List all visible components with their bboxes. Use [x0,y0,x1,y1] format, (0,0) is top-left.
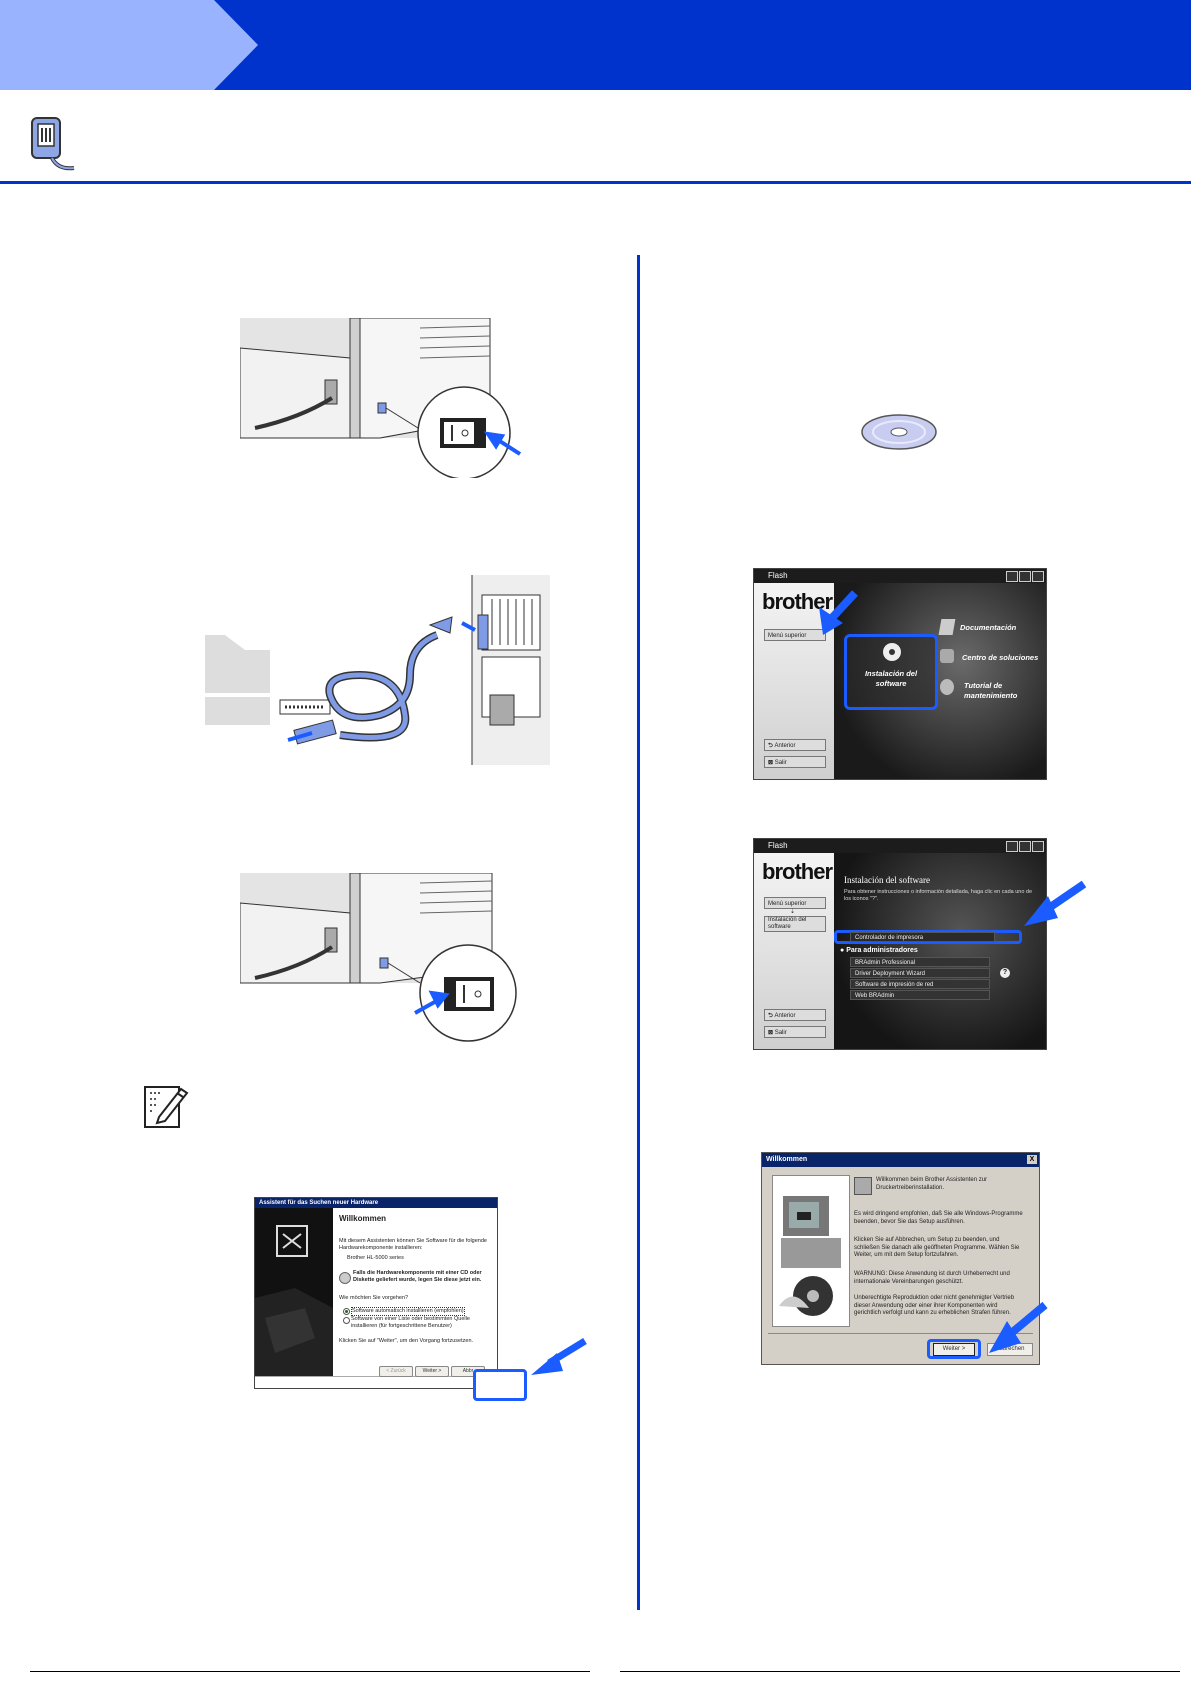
admin-item[interactable]: BRAdmin Professional [850,957,990,967]
admin-item[interactable]: Web BRAdmin [850,990,990,1000]
willkommen-button-rule [768,1333,1033,1334]
close-button[interactable] [1032,571,1044,582]
maximize-button[interactable] [1019,571,1031,582]
power-switch-off-illustration [240,318,532,478]
option-auto-label[interactable]: Software automatisch installieren (empfo… [351,1307,465,1316]
exit-button[interactable]: ⊠ Salir [764,1026,826,1038]
setup-graphic-panel [772,1175,850,1327]
install-label-line2: software [875,679,907,688]
exit-button-label: Salir [774,760,787,766]
header-step-tab [0,0,258,90]
pointer-arrow-icon [989,1301,1048,1353]
cancel-highlight-frame [473,1369,527,1401]
admin-item[interactable]: Software de impresión de red [850,979,990,989]
sidebar-item-top-menu[interactable]: Menú superior [764,897,826,909]
setup-wizard-icon [854,1177,872,1195]
power-switch-on-illustration [240,873,540,1043]
minimize-button[interactable] [1006,571,1018,582]
admin-heading: ● Para administradores [840,947,918,954]
printer-driver-item[interactable]: Controlador de impresora [850,932,995,942]
option-list-radio[interactable] [343,1317,350,1324]
cd-icon [883,643,901,661]
pointer-arrow-icon [819,590,858,635]
exit-button-label: Salir [774,1030,787,1036]
option-list-label[interactable]: Software von einer Liste oder bestimmten… [351,1316,470,1329]
sidebar-item-install-software[interactable]: Instalación del software [764,916,826,932]
wizard-button-rule [255,1376,497,1377]
back-button-label: Anterior [774,1013,796,1019]
pointer-arrow-icon [1024,880,1087,926]
sidebar-down-arrow-icon: ⇣ [790,909,796,915]
footer-rule-right [620,1671,1180,1672]
footer-rule-left [30,1671,590,1672]
install-software-button[interactable]: Instalación del software [844,634,938,710]
close-button[interactable]: X [1027,1155,1037,1164]
menu-solutions-center[interactable]: Centro de soluciones [962,653,1039,662]
flash-install-window: Flash brother Instalación del software P… [753,838,1047,1050]
wizard-side-panel [255,1208,333,1376]
help-icon[interactable]: ? [1000,968,1010,978]
willkommen-p3: WARNUNG: Diese Anwendung ist durch Urheb… [854,1271,1010,1285]
pointer-arrow-icon [531,1338,587,1375]
found-new-hardware-wizard: Assistent für das Suchen neuer Hardware … [254,1197,498,1389]
admin-heading-label: Para administradores [846,947,918,954]
close-button[interactable] [1032,841,1044,852]
sidebar-item-top-menu[interactable]: Menú superior [764,629,826,641]
wizard-title: Assistent für das Suchen neuer Hardware [255,1198,497,1208]
wizard-intro: Mit diesem Assistenten können Sie Softwa… [339,1238,487,1251]
wizard-device: Brother HL-5000 series [347,1255,404,1261]
next-highlight-frame [927,1339,981,1359]
willkommen-dialog: Willkommen X Willkommen beim Brother Ass… [761,1152,1040,1365]
column-divider [637,255,640,1610]
flash-install-backdrop [834,853,1046,1049]
willkommen-p4: Unberechtigte Reproduktion oder nicht ge… [854,1295,1015,1316]
cd-rom-icon [861,414,937,450]
menu-documentation[interactable]: Documentación [960,623,1017,632]
wizard-heading: Willkommen [339,1214,387,1223]
back-button-label: Anterior [774,743,796,749]
wizard-next-button[interactable]: Weiter > [415,1366,449,1377]
willkommen-titlebar: Willkommen X [762,1153,1039,1167]
willkommen-welcome: Willkommen beim Brother Assistenten zur … [876,1177,988,1191]
printer-driver-highlight [834,930,1022,944]
wizard-hardware-graphic [255,1225,333,1376]
install-heading: Instalación del software [844,875,930,885]
header-rule [0,181,1191,184]
back-button[interactable]: ⮌ Anterior [764,1009,826,1021]
parallel-cable-plug-icon [31,117,75,171]
willkommen-p2: Klicken Sie auf Abbrechen, um Setup zu b… [854,1237,1020,1258]
menu-tutorial-line2[interactable]: mantenimiento [964,691,1018,700]
install-instruction: Para obtener instrucciones o información… [844,889,1033,902]
flash-menu-titlebar: Flash [754,569,1046,583]
install-label-line1: Instalación del [864,669,918,678]
flash-menu-title: Flash [768,571,788,580]
wizard-question: Wie möchten Sie vorgehen? [339,1295,409,1301]
wizard-back-button[interactable]: < Zurück [379,1366,413,1377]
minimize-button[interactable] [1006,841,1018,852]
wizard-cd-hint: Falls die Hardwarekomponente mit einer C… [353,1270,482,1283]
note-pencil-icon [144,1086,189,1128]
documentation-icon [938,619,956,635]
flash-main-menu-window: Flash brother Menú superior Instalación … [753,568,1047,780]
flash-install-titlebar: Flash [754,839,1046,853]
willkommen-p1: Es wird dringend empfohlen, daß Sie alle… [854,1211,1023,1225]
maintenance-tutorial-icon [940,679,954,695]
exit-button[interactable]: ⊠ Salir [764,756,826,768]
willkommen-title: Willkommen [766,1156,808,1163]
willkommen-next-button[interactable]: Weiter > [933,1343,975,1356]
option-auto-radio[interactable] [343,1308,350,1315]
back-button[interactable]: ⮌ Anterior [764,739,826,751]
admin-item[interactable]: Driver Deployment Wizard [850,968,990,978]
cd-icon [339,1272,351,1284]
menu-tutorial-line1[interactable]: Tutorial de [964,681,1003,690]
computer-graphic [779,1196,841,1316]
solutions-center-icon [940,649,954,663]
maximize-button[interactable] [1019,841,1031,852]
flash-install-title: Flash [768,841,788,850]
wizard-continue-hint: Klicken Sie auf "Weiter", um den Vorgang… [339,1338,474,1344]
brother-logo: brother [762,859,833,884]
parallel-cable-illustration [200,575,550,765]
